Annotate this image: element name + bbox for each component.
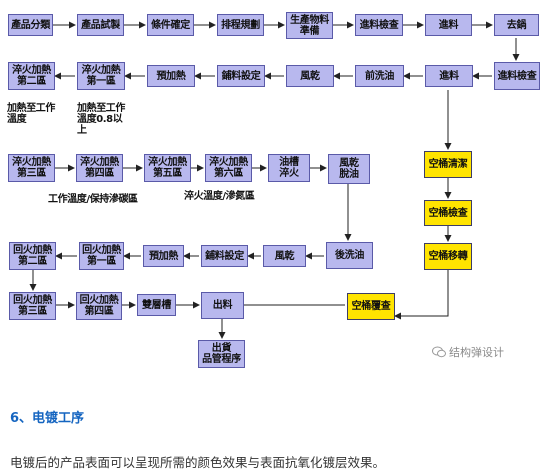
section-text: 电镀后的产品表面可以呈现所需的颜色效果与表面抗氧化镀层效果。	[10, 455, 386, 470]
node-temper-zone-4: 回火加熱第四區	[76, 292, 122, 320]
node-empty-bucket-transfer: 空桶移轉	[424, 243, 472, 270]
node-condition-setting: 條件確定	[147, 14, 194, 36]
node-loading-setup-2: 鋪料設定	[201, 245, 248, 267]
node-shipping-qc: 出貨品管程序	[198, 340, 245, 368]
flow-arrows	[29, 21, 520, 339]
node-empty-bucket-recheck: 空桶覆查	[347, 293, 395, 320]
node-quench-zone-3: 淬火加熱第三區	[8, 154, 55, 182]
label-heat-to-working-temp: 加熱至工作 溫度	[7, 103, 55, 125]
node-product-trial: 產品試製	[77, 14, 124, 36]
node-quench-zone-2: 淬火加熱第二區	[8, 62, 55, 90]
node-oil-tank-quench: 油槽淬火	[268, 154, 310, 182]
node-post-wash-oil: 後洗油	[326, 242, 373, 269]
node-remove-pot: 去鍋	[494, 14, 539, 36]
node-product-classification: 產品分類	[8, 14, 53, 36]
wechat-icon	[432, 346, 446, 358]
node-feed-2: 進料	[425, 65, 473, 87]
node-quench-zone-4: 淬火加熱第四區	[76, 154, 123, 182]
node-empty-bucket-inspection: 空桶檢查	[424, 200, 472, 226]
node-discharge: 出料	[201, 292, 244, 319]
label-working-temp-carburizing: 工作溫度/保持滲碳區	[48, 194, 138, 205]
node-quench-zone-6: 淬火加熱第六區	[205, 154, 252, 182]
node-incoming-inspection-2: 進料檢查	[494, 62, 540, 90]
section-title: 6、电镀工序	[10, 411, 85, 426]
node-loading-setup-1: 鋪料設定	[217, 65, 265, 87]
label-heat-to-working-temp-08: 加熱至工作 溫度0.8以 上	[77, 103, 125, 136]
node-material-prep: 生產物料準備	[286, 12, 333, 39]
node-quench-zone-1: 淬火加熱第一區	[77, 62, 125, 90]
watermark-text: 结构弹设计	[449, 346, 504, 359]
node-air-dry-2: 風乾	[263, 245, 306, 267]
watermark: 结构弹设计	[432, 344, 504, 360]
node-double-tank: 雙層槽	[137, 294, 176, 316]
node-air-dry-deoil: 風乾脫油	[328, 154, 370, 184]
node-incoming-inspection-1: 進料檢查	[355, 14, 403, 36]
node-quench-zone-5: 淬火加熱第五區	[144, 154, 191, 182]
node-schedule-planning: 排程規劃	[217, 14, 264, 36]
process-flowchart: 產品分類 產品試製 條件確定 排程規劃 生產物料準備 進料檢查 進料 去鍋 淬火…	[7, 12, 540, 368]
node-temper-zone-2: 回火加熱第二區	[9, 242, 56, 270]
node-feed-1: 進料	[425, 14, 472, 36]
label-quench-temp-nitriding: 淬火溫度/滲氮區	[184, 191, 255, 202]
node-empty-bucket-cleaning: 空桶清潔	[424, 151, 472, 178]
node-preheat-2: 預加熱	[143, 245, 184, 267]
node-preheat-1: 預加熱	[147, 65, 195, 87]
node-air-dry-1: 風乾	[286, 65, 334, 87]
node-temper-zone-3: 回火加熱第三區	[9, 292, 56, 320]
node-temper-zone-1: 回火加熱第一區	[79, 242, 124, 270]
node-pre-wash-oil: 前洗油	[355, 65, 404, 87]
